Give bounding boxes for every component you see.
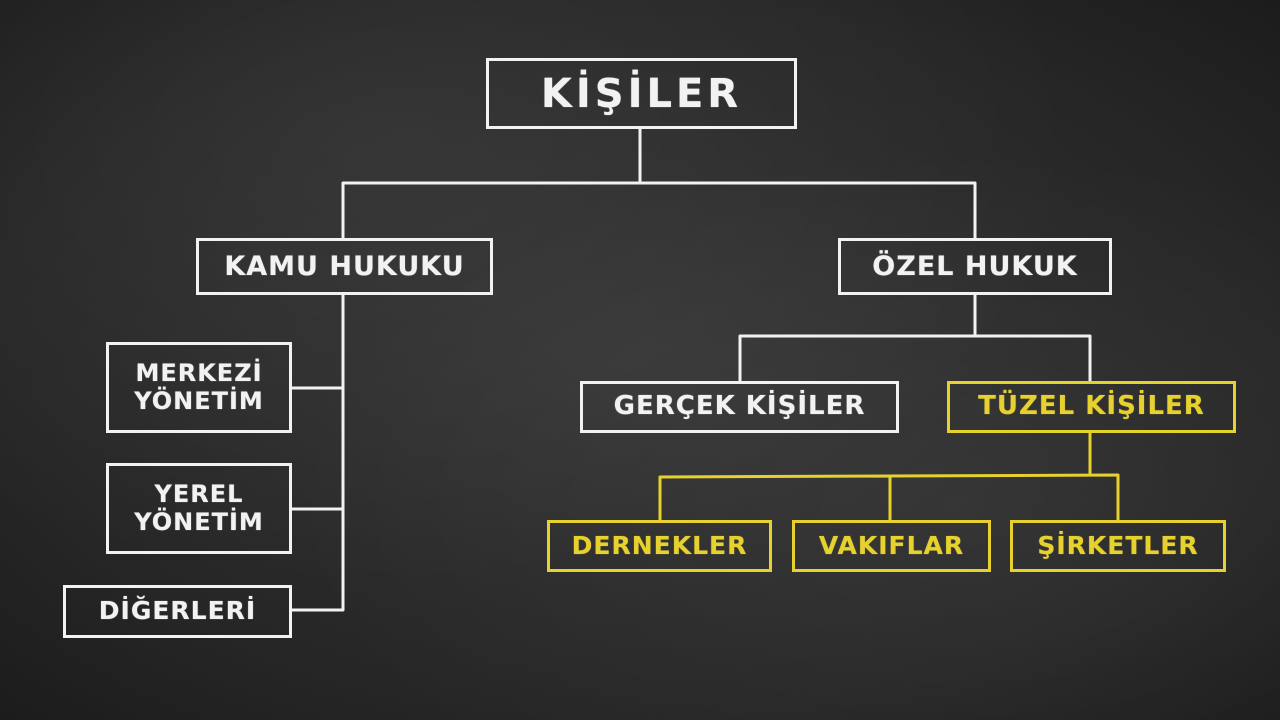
- node-sirketler: ŞİRKETLER: [1010, 520, 1226, 572]
- node-kisiler: KİŞİLER: [486, 58, 797, 129]
- node-gercek-kisiler: GERÇEK KİŞİLER: [580, 381, 899, 433]
- node-vakiflar: VAKIFLAR: [792, 520, 991, 572]
- node-ozel-hukuk: ÖZEL HUKUK: [838, 238, 1112, 295]
- connector-ozel-hukuk: [738, 293, 1092, 383]
- node-kamu-hukuku: KAMU HUKUKU: [196, 238, 493, 295]
- node-merkezi-yonetim: MERKEZİ YÖNETİM: [106, 342, 292, 433]
- node-digerleri: DİĞERLERİ: [63, 585, 292, 638]
- connector-tuzel-kisiler: [658, 431, 1120, 522]
- connector-kamu-hukuku: [290, 293, 345, 612]
- node-tuzel-kisiler: TÜZEL KİŞİLER: [947, 381, 1236, 433]
- node-yerel-yonetim: YEREL YÖNETİM: [106, 463, 292, 554]
- node-dernekler: DERNEKLER: [547, 520, 772, 572]
- connector-root: [341, 127, 977, 240]
